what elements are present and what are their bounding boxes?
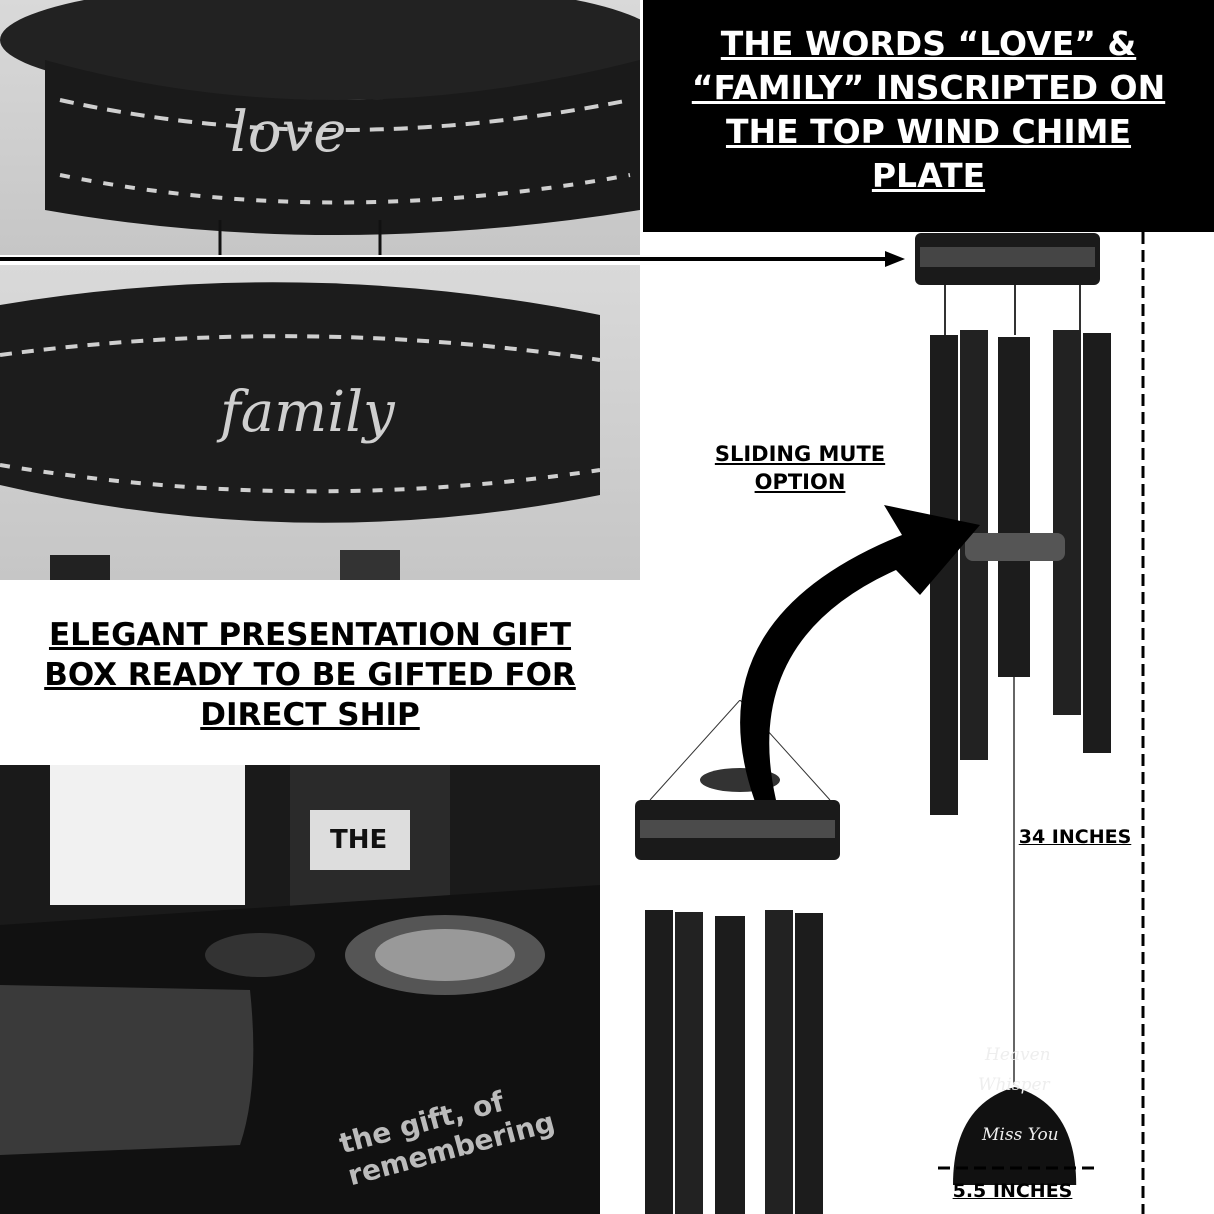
love-plate-photo: love	[0, 0, 640, 255]
family-inscription: family	[220, 380, 395, 445]
family-plate-photo: family	[0, 265, 640, 580]
headline-banner: THE WORDS “LOVE” & “FAMILY” INSCRIPTED O…	[643, 0, 1214, 232]
sail-text-1: Heaven	[985, 1045, 1051, 1065]
width-dimension-line	[938, 1166, 1098, 1170]
height-dimension-line	[1141, 232, 1145, 1214]
gift-box-label: ELEGANT PRESENTATION GIFT BOX READY TO B…	[44, 617, 576, 733]
sail-text-2: Whisper	[978, 1075, 1050, 1095]
small-wind-chime	[635, 700, 840, 1214]
gift-box-photo: THE the gift, of remembering	[0, 765, 600, 1214]
pointer-arrow	[0, 251, 905, 267]
headline-text: THE WORDS “LOVE” & “FAMILY” INSCRIPTED O…	[691, 24, 1166, 195]
sail-text-3: Miss You	[982, 1125, 1059, 1145]
curved-arrow	[740, 505, 980, 800]
sail-width-label: 5.5 INCHES	[952, 1180, 1073, 1202]
length-label: 34 INCHES	[1018, 826, 1132, 848]
love-inscription: love	[230, 100, 347, 165]
card-brand: THE	[330, 825, 388, 855]
mute-label: SLIDING MUTE OPTION	[714, 442, 886, 494]
